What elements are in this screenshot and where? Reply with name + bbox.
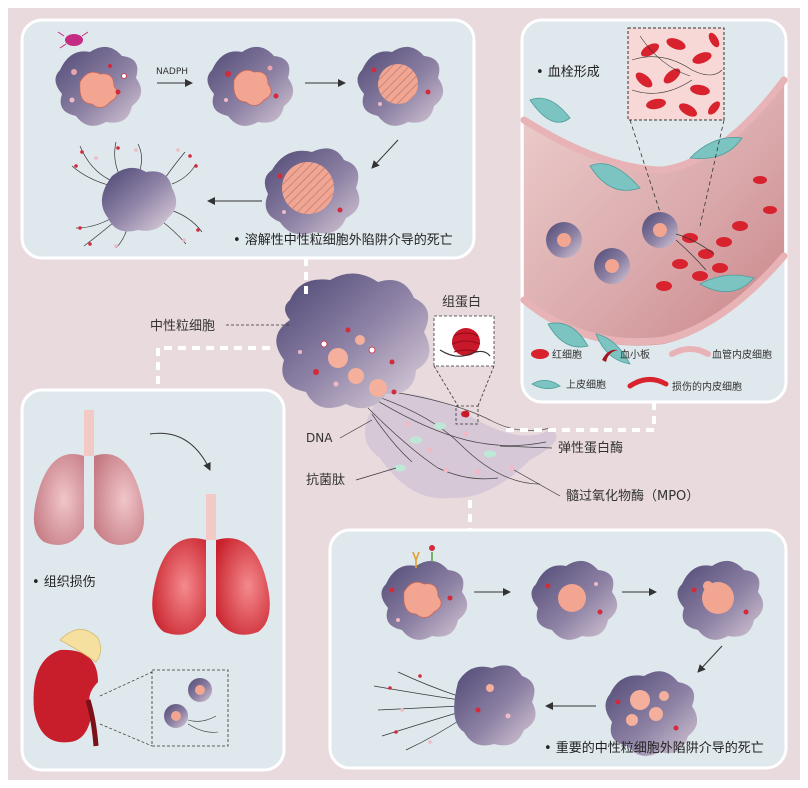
panel-tissue-damage: • 组织损伤 — [20, 388, 286, 772]
legend-damaged-endothelial: 损伤的内皮细胞 — [672, 380, 742, 393]
net-dna-strands — [367, 389, 551, 485]
vital-cell-1 — [381, 545, 468, 640]
legend-endothelial: 血管内皮细胞 — [712, 348, 772, 361]
legend-platelet: 血小板 — [620, 348, 650, 361]
damaged-endothelial-legend-icon — [627, 377, 669, 389]
endothelial-legend-icon — [669, 346, 711, 357]
vital-death-caption: • 重要的中性粒细胞外陷阱介导的死亡 — [544, 740, 764, 756]
progression-arrow — [149, 432, 211, 471]
lytic-death-caption: • 溶解性中性粒细胞外陷阱介导的死亡 — [233, 232, 453, 248]
arrow-3 — [371, 139, 399, 169]
bacterium-icon — [57, 31, 89, 49]
antimicrobial-leader — [355, 467, 397, 481]
histone-label: 组蛋白 — [442, 294, 481, 310]
neutrophil-cell-2 — [207, 46, 294, 126]
neutrophil-cell-4 — [264, 148, 360, 235]
legend-rbc: 红细胞 — [552, 348, 582, 361]
receptor-icon — [412, 551, 420, 568]
vessel-rbcs — [656, 176, 777, 291]
dna-leader — [339, 419, 373, 439]
vessel-neutrophils — [546, 212, 715, 284]
injured-lungs — [152, 494, 270, 635]
normal-lungs — [33, 410, 145, 545]
mpo-leader — [513, 469, 561, 497]
net-releasing-cell — [71, 141, 203, 249]
tissue-zoom-inset — [99, 669, 229, 747]
elastase-leader — [499, 445, 553, 449]
vital-cell-3 — [677, 560, 764, 640]
thrombosis-caption: • 血栓形成 — [536, 65, 600, 80]
thrombus-zoom-inset — [627, 27, 725, 121]
ligand-icon — [429, 545, 435, 551]
net-granules — [394, 411, 515, 475]
mpo-label: 髓过氧化物酶（MPO） — [566, 488, 699, 504]
kidney-icon — [33, 629, 101, 747]
vital-net-releasing-cell — [373, 665, 536, 751]
thrombosis-legend: 红细胞 血小板 血管内皮细胞 上皮细胞 损伤的内皮细胞 — [531, 346, 772, 393]
panel-vital-netosis: • 重要的中性粒细胞外陷阱介导的死亡 — [328, 528, 788, 770]
antimicrobial-peptide-label: 抗菌肽 — [306, 473, 345, 488]
vital-cell-2 — [531, 560, 618, 640]
tissue-damage-caption: • 组织损伤 — [32, 575, 96, 590]
platelet-legend-icon — [602, 349, 618, 362]
elastase-label: 弹性蛋白酶 — [558, 440, 623, 456]
neutrophil-label: 中性粒细胞 — [150, 319, 215, 334]
epithelial-legend-icon — [531, 380, 561, 389]
histone-inset — [433, 315, 495, 425]
vital-arrow-3 — [697, 645, 723, 673]
vital-cell-4 — [605, 671, 698, 756]
neutrophil-body — [276, 273, 430, 409]
rbc-legend-icon — [531, 349, 549, 359]
inset-guide-left — [629, 119, 661, 213]
epithelial-cells — [529, 97, 755, 365]
neutrophil-cell-1 — [55, 31, 142, 126]
nadph-label: NADPH — [156, 67, 188, 77]
legend-epithelial: 上皮细胞 — [566, 378, 606, 391]
panel-thrombosis: • 血栓形成 红细胞 血小板 血管内皮细胞 上皮细胞 损伤的内皮细胞 — [520, 18, 788, 404]
central-neutrophil: 组蛋白 中性粒细胞 DNA 抗菌肽 弹性蛋白酶 髓过氧化物酶（MPO） — [150, 273, 699, 504]
neutrophil-cell-3 — [357, 46, 444, 126]
endothelium-top — [520, 76, 788, 174]
neutrophil-granules — [298, 327, 397, 397]
dna-label: DNA — [306, 431, 333, 445]
panel-lytic-netosis: NADPH — [20, 18, 476, 260]
